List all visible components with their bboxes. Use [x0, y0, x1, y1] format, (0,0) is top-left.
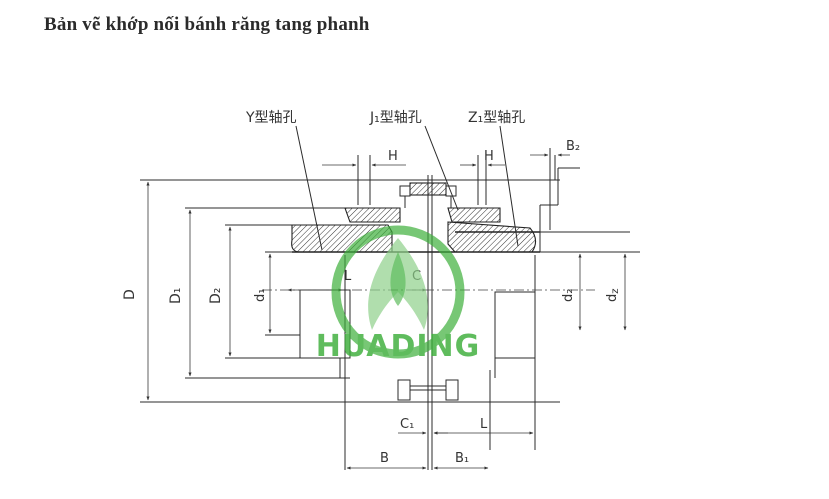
label-dz-sub: z	[610, 288, 621, 293]
right-hub-section	[447, 221, 537, 253]
dimension-labels: Y型轴孔 J₁型轴孔 Z₁型轴孔 H H B₂ D D₁ D₂ d₁ d₂ dz…	[122, 110, 621, 466]
label-l-right: L	[480, 417, 488, 432]
logo-text: HUADING	[316, 329, 481, 364]
label-bore-y: Y型轴孔	[245, 110, 297, 126]
label-d2-cap: D₂	[208, 288, 224, 304]
label-d2-small: d₂	[561, 289, 576, 302]
label-b2: B₂	[566, 139, 580, 154]
label-b: B	[380, 451, 389, 466]
label-l-left: L	[344, 269, 352, 284]
coupling-body	[140, 155, 640, 470]
page-title: Bản vẽ khớp nối bánh răng tang phanh	[44, 14, 370, 35]
label-bore-j1: J₁型轴孔	[369, 110, 422, 126]
label-bore-z1: Z₁型轴孔	[468, 110, 525, 126]
label-dz-main: d	[605, 294, 620, 302]
label-dz: dz	[605, 288, 621, 302]
logo-ring	[331, 225, 465, 359]
label-h-left: H	[388, 149, 398, 164]
label-h-right: H	[484, 149, 494, 164]
right-sleeve-flange	[447, 207, 501, 223]
svg-text:dz: dz	[605, 288, 621, 302]
left-hub-section	[291, 224, 393, 253]
label-c1: C₁	[400, 417, 414, 432]
left-sleeve-flange	[344, 207, 401, 223]
label-d1-small: d₁	[253, 289, 268, 302]
dimension-lines	[146, 125, 627, 470]
label-d-outer: D	[122, 289, 138, 300]
label-d1-cap: D₁	[168, 288, 184, 304]
label-b1: B₁	[455, 451, 469, 466]
huading-logo: HUADING	[316, 225, 481, 364]
